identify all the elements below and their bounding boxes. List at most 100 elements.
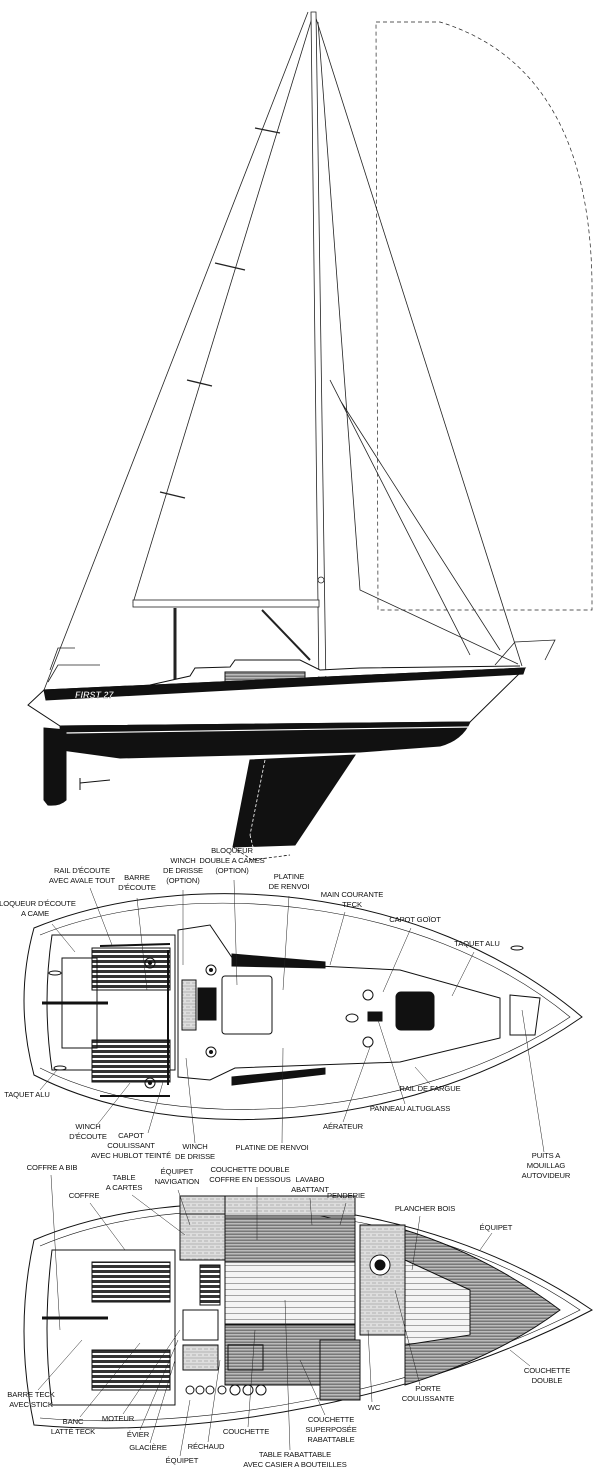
label-platine-renvoi-top: PLATINE DE RENVOI [268,872,310,891]
kicker [261,609,311,661]
label-penderie: PENDERIE [326,1191,366,1200]
label-bloqueur-double: BLOQUEUR DOUBLE A CAMES (OPTION) [199,846,265,875]
label-glaciere: GLACIÈRE [129,1443,167,1452]
label-banc: BANC LATTÉ TECK [50,1417,96,1436]
cleat-stern-top [48,970,62,976]
companionway [197,987,217,1021]
boom [132,599,320,608]
cockpit-bench-stbd [91,1349,171,1391]
coachroof [177,924,501,1081]
spinnaker-outline [375,21,593,611]
rudder [43,727,67,806]
sheer-stripe [43,667,526,701]
bow-pulpit [494,639,556,666]
mast [310,11,327,691]
vberth [404,1229,561,1386]
label-equipet-navigation: ÉQUIPET NAVIGATION [154,1167,200,1186]
forestay [313,11,523,667]
keel-option-dashed [249,759,291,856]
mainsail [132,17,313,604]
label-main-courante: MAIN COURANTE TECK [320,890,384,909]
label-couchette-double-fwd: COUCHETTE DOUBLE [523,1366,571,1385]
stove [227,1344,264,1371]
teak-handrail-top [231,953,326,969]
label-rail-fargue: RAIL DE FARGUE [399,1084,461,1093]
double-berth-cushion [224,1217,356,1264]
label-plancher-bois: PLANCHER BOIS [394,1204,456,1213]
deck-leader-lines [39,879,545,1153]
interior-plan [23,1195,593,1429]
mast-step [345,1013,359,1023]
label-platine-renvoi-bottom: PLATINE DE RENVOI [235,1143,309,1152]
label-porte-coulissante: PORTE COULISSANTE [401,1384,455,1403]
label-table-rabattable: TABLE RABATTABLE AVEC CASIER A BOUTEILLE… [243,1450,347,1469]
stern-pulpit [47,647,100,683]
label-capot-coulissant: CAPOT COULISSANT AVEC HUBLOT TEINTÉ [90,1131,172,1160]
jib-sheets [329,379,501,656]
sliding-hatch [221,975,273,1035]
label-evier: ÉVIER [126,1430,150,1439]
lockers [185,1384,267,1396]
label-puits-mouillage: PUITS A MOUILLAG AUTOVIDEUR [521,1151,571,1180]
label-couchette-superposee: COUCHETTE SUPERPOSÉE RABATTABLE [305,1415,357,1444]
label-winch-ecoute: WINCH D'ÉCOUTE [69,1122,107,1141]
label-couchette: COUCHETTE [222,1427,270,1436]
pilot-berth [319,1339,361,1401]
hatch-garage [181,979,197,1031]
deck-outline [23,893,583,1121]
toerail [39,902,571,1110]
winch-icon [205,1046,217,1058]
label-couchette-double-coffre: COUCHETTE DOUBLE COFFRE EN DESSOUS [209,1165,291,1184]
keel-deep-dashed [232,846,291,861]
label-barre-teck: BARRE TECK AVEC STICK [7,1390,55,1409]
floorboards [404,1259,471,1346]
label-barre-ecoute: BARRE D'ÉCOUTE [118,873,156,892]
altuglass-panel [367,1011,383,1022]
label-lavabo: LAVABO ABATTANT [291,1175,329,1194]
hull-logo: FIRST 27 [75,690,115,700]
propeller [79,778,111,790]
deck-plan [23,893,583,1121]
label-equipet-fwd: ÉQUIPET [479,1223,513,1232]
sail-profile [43,11,593,691]
sheet-rail-top [99,943,171,947]
keel [232,754,356,848]
hull-profile [27,659,527,861]
cockpit [46,1249,176,1406]
label-bloqueur-ecoute: BLOQUEUR D'ÉCOUTE A CAME [0,899,76,918]
teak-handrail-bottom [231,1067,326,1086]
engine-box [199,1264,221,1306]
label-equipet-galley: ÉQUIPET [165,1456,199,1465]
winch-icon [144,1077,156,1089]
double-berth [224,1195,356,1217]
label-winch-drisse-option: WINCH DE DRISSE (OPTION) [162,856,204,885]
ventilator-icon [362,1036,374,1048]
interior-leader-lines [37,1174,531,1457]
cleat-bow [510,945,524,951]
cockpit-seat-grating-port [91,947,171,991]
label-moteur: MOTEUR [101,1414,135,1423]
saloon-sole [224,1261,356,1325]
label-table-cartes: TABLE A CARTES [105,1173,143,1192]
backstay [43,11,309,691]
navigation-locker [179,1195,226,1215]
cockpit-bench-port [91,1261,171,1303]
label-winch-drisse: WINCH DE DRISSE [174,1142,216,1161]
label-wc: WC [367,1403,381,1412]
label-panneau-altuglass: PANNEAU ALTUGLASS [369,1104,451,1113]
mainsail-battens [159,127,281,499]
cockpit [46,934,176,1071]
label-coffre-bib: COFFRE A BIB [26,1163,78,1172]
label-coffre: COFFRE [68,1191,100,1200]
label-taquet-alu-bow: TAQUET ALU [454,939,500,948]
mast-winch [317,576,325,584]
icebox [182,1344,219,1371]
anchor-well [509,994,541,1036]
heads [359,1224,406,1336]
winch-icon [205,964,217,976]
jib [317,21,519,665]
boot-stripe [64,726,471,734]
cockpit-seat-grating-stbd [91,1039,171,1083]
